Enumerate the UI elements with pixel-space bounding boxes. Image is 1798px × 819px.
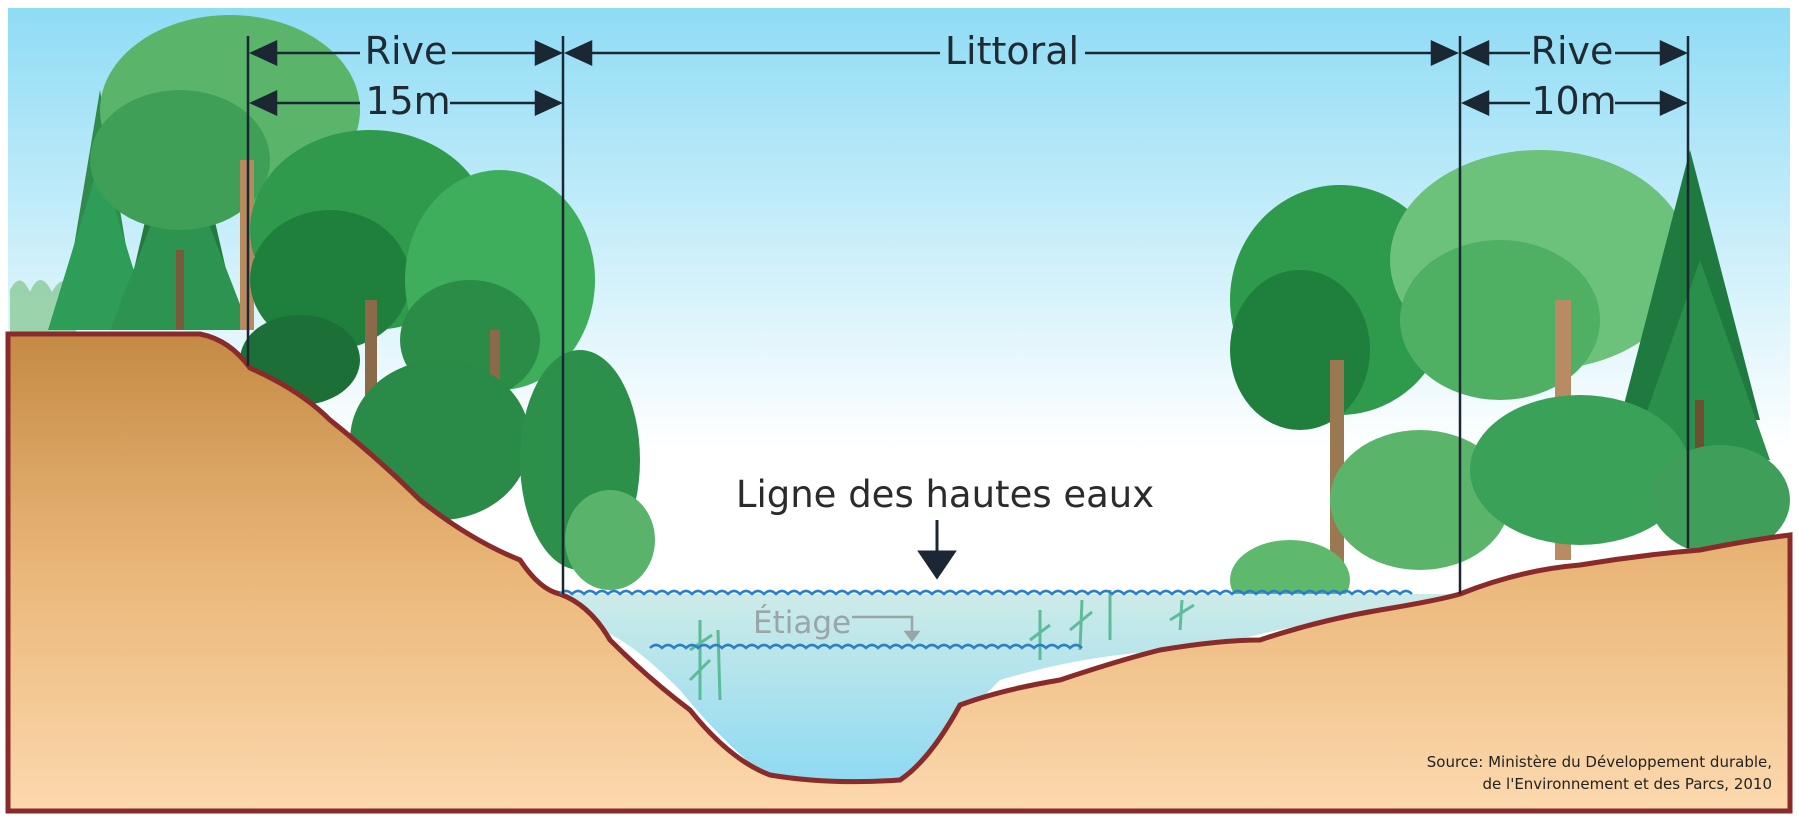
label-rive-left-width: 15m — [365, 79, 450, 123]
source-line-2: de l'Environnement et des Parcs, 2010 — [1483, 775, 1772, 793]
low-water-line — [649, 643, 1083, 650]
label-low-water: Étiage — [753, 605, 851, 641]
zone-boundaries — [246, 36, 1690, 594]
dimension-arrows — [248, 40, 1689, 116]
label-high-water-line: Ligne des hautes eaux — [736, 473, 1154, 516]
label-rive-right-width: 10m — [1531, 79, 1616, 123]
source-line-1: Source: Ministère du Développement durab… — [1427, 753, 1772, 771]
water-body — [560, 594, 1460, 780]
high-water-arrow — [917, 520, 957, 580]
low-water-arrow — [852, 615, 921, 643]
aquatic-plants — [688, 590, 1195, 701]
right-bank-vegetation — [1230, 150, 1790, 620]
soil-profile — [5, 331, 1793, 814]
label-rive-right: Rive — [1531, 29, 1614, 73]
label-littoral: Littoral — [945, 29, 1079, 73]
label-rive-left: Rive — [365, 29, 448, 73]
high-water-line — [559, 589, 1413, 596]
